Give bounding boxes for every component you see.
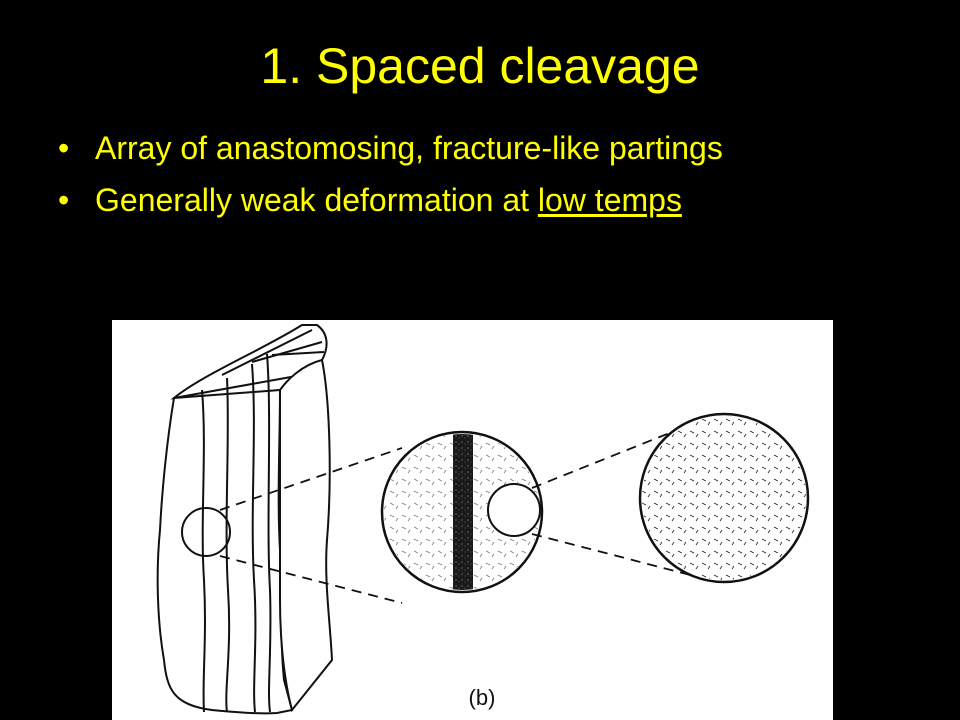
underlined-text: low temps [537, 182, 682, 218]
cleavage-diagram: (b) [156, 324, 810, 715]
top-line [251, 341, 323, 363]
top-line [271, 351, 325, 356]
bullet-text: Generally weak deformation at [95, 182, 538, 218]
cleavage-figure: (b) [112, 320, 833, 720]
cleavage-line [201, 389, 206, 713]
sample-circle-small [181, 507, 231, 557]
page-title: 1. Spaced cleavage [260, 38, 700, 94]
block-front-outline [156, 388, 294, 715]
cleavage-line [251, 363, 257, 713]
cleavage-seam [453, 434, 473, 590]
bullet-dot: • [58, 130, 70, 166]
top-line [221, 329, 313, 376]
cleavage-line [266, 353, 272, 713]
magnified-circle-2 [638, 412, 810, 584]
cleavage-line [225, 377, 231, 713]
projection-lines-2 [531, 427, 703, 579]
bullet-list: • Array of anastomosing, fracture-like p… [58, 128, 918, 232]
bullet-dot: • [58, 182, 70, 218]
bullet-item: • Array of anastomosing, fracture-like p… [58, 128, 918, 168]
sample-circle-medium [487, 483, 541, 537]
bullet-text: Array of anastomosing, fracture-like par… [95, 130, 723, 166]
projection-lines-1 [219, 447, 403, 604]
bullet-item: • Generally weak deformation at low temp… [58, 180, 918, 220]
magnified-circle-1 [380, 430, 544, 594]
block-side-face [279, 358, 334, 713]
figure-caption: (b) [469, 685, 496, 710]
rock-block [156, 324, 334, 715]
